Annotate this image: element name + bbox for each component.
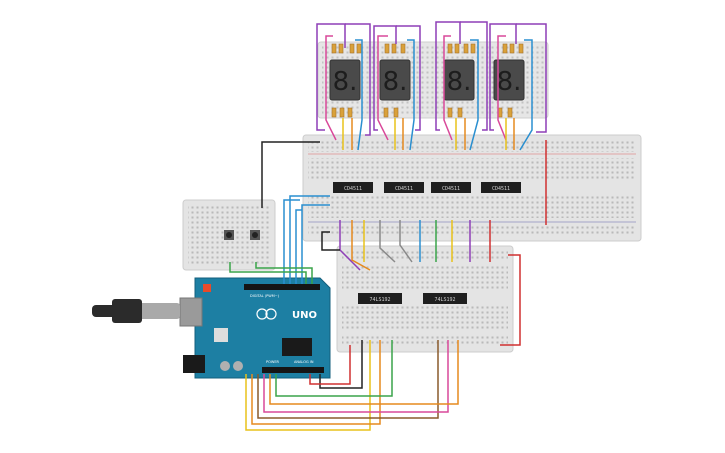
arduino-logo xyxy=(256,308,268,320)
cd4511-chip-2[interactable]: CD4511 xyxy=(384,182,424,193)
power-analog-header[interactable] xyxy=(262,367,324,373)
seven-segment-display-3[interactable]: 8. xyxy=(443,59,475,101)
resistor-row-bottom[interactable] xyxy=(331,107,513,118)
arduino-logo-2 xyxy=(265,308,277,320)
seven-segment-display-4[interactable]: 8. xyxy=(493,59,525,101)
wires[interactable] xyxy=(229,21,547,431)
capacitor-2 xyxy=(233,361,243,371)
power-jack xyxy=(183,355,205,373)
atmega-chip xyxy=(282,338,312,356)
seven-segment-display-1[interactable]: 8. xyxy=(329,59,361,101)
crystal xyxy=(214,328,228,342)
arduino-uno-board[interactable]: UNO DIGITAL (PWM~) POWER ANALOG IN xyxy=(179,277,331,379)
chip-label: CD4511 xyxy=(395,186,413,192)
cd4511-chip-4[interactable]: CD4511 xyxy=(481,182,521,193)
cd4511-chip-1[interactable]: CD4511 xyxy=(333,182,373,193)
usb-port xyxy=(179,297,203,327)
usb-cable[interactable] xyxy=(92,299,180,323)
digital-header[interactable] xyxy=(244,284,320,290)
chip-label: CD4511 xyxy=(344,186,362,192)
chip-label: CD4511 xyxy=(492,186,510,192)
digit-2: 8. xyxy=(383,67,408,97)
capacitor-1 xyxy=(220,361,230,371)
uno-label: UNO xyxy=(292,310,317,321)
chip-label: CD4511 xyxy=(442,186,460,192)
analog-label: ANALOG IN xyxy=(294,360,314,364)
seven-segment-display-2[interactable]: 8. xyxy=(379,59,411,101)
digit-1: 8. xyxy=(333,67,358,97)
resistor-row-top[interactable] xyxy=(331,43,524,54)
digital-label: DIGITAL (PWM~) xyxy=(250,294,280,298)
main-breadboard[interactable] xyxy=(302,134,642,242)
push-button-2[interactable] xyxy=(250,230,260,240)
74ls192-chip-2[interactable]: 74LS192 xyxy=(423,293,467,304)
power-label: POWER xyxy=(266,360,280,364)
digit-3: 8. xyxy=(447,67,472,97)
reset-button[interactable] xyxy=(203,284,211,292)
push-button-1[interactable] xyxy=(224,230,234,240)
74ls192-chip-1[interactable]: 74LS192 xyxy=(358,293,402,304)
chip-label: 74LS192 xyxy=(369,297,390,303)
cd4511-chip-3[interactable]: CD4511 xyxy=(431,182,471,193)
chip-label: 74LS192 xyxy=(434,297,455,303)
digit-4: 8. xyxy=(497,67,522,97)
